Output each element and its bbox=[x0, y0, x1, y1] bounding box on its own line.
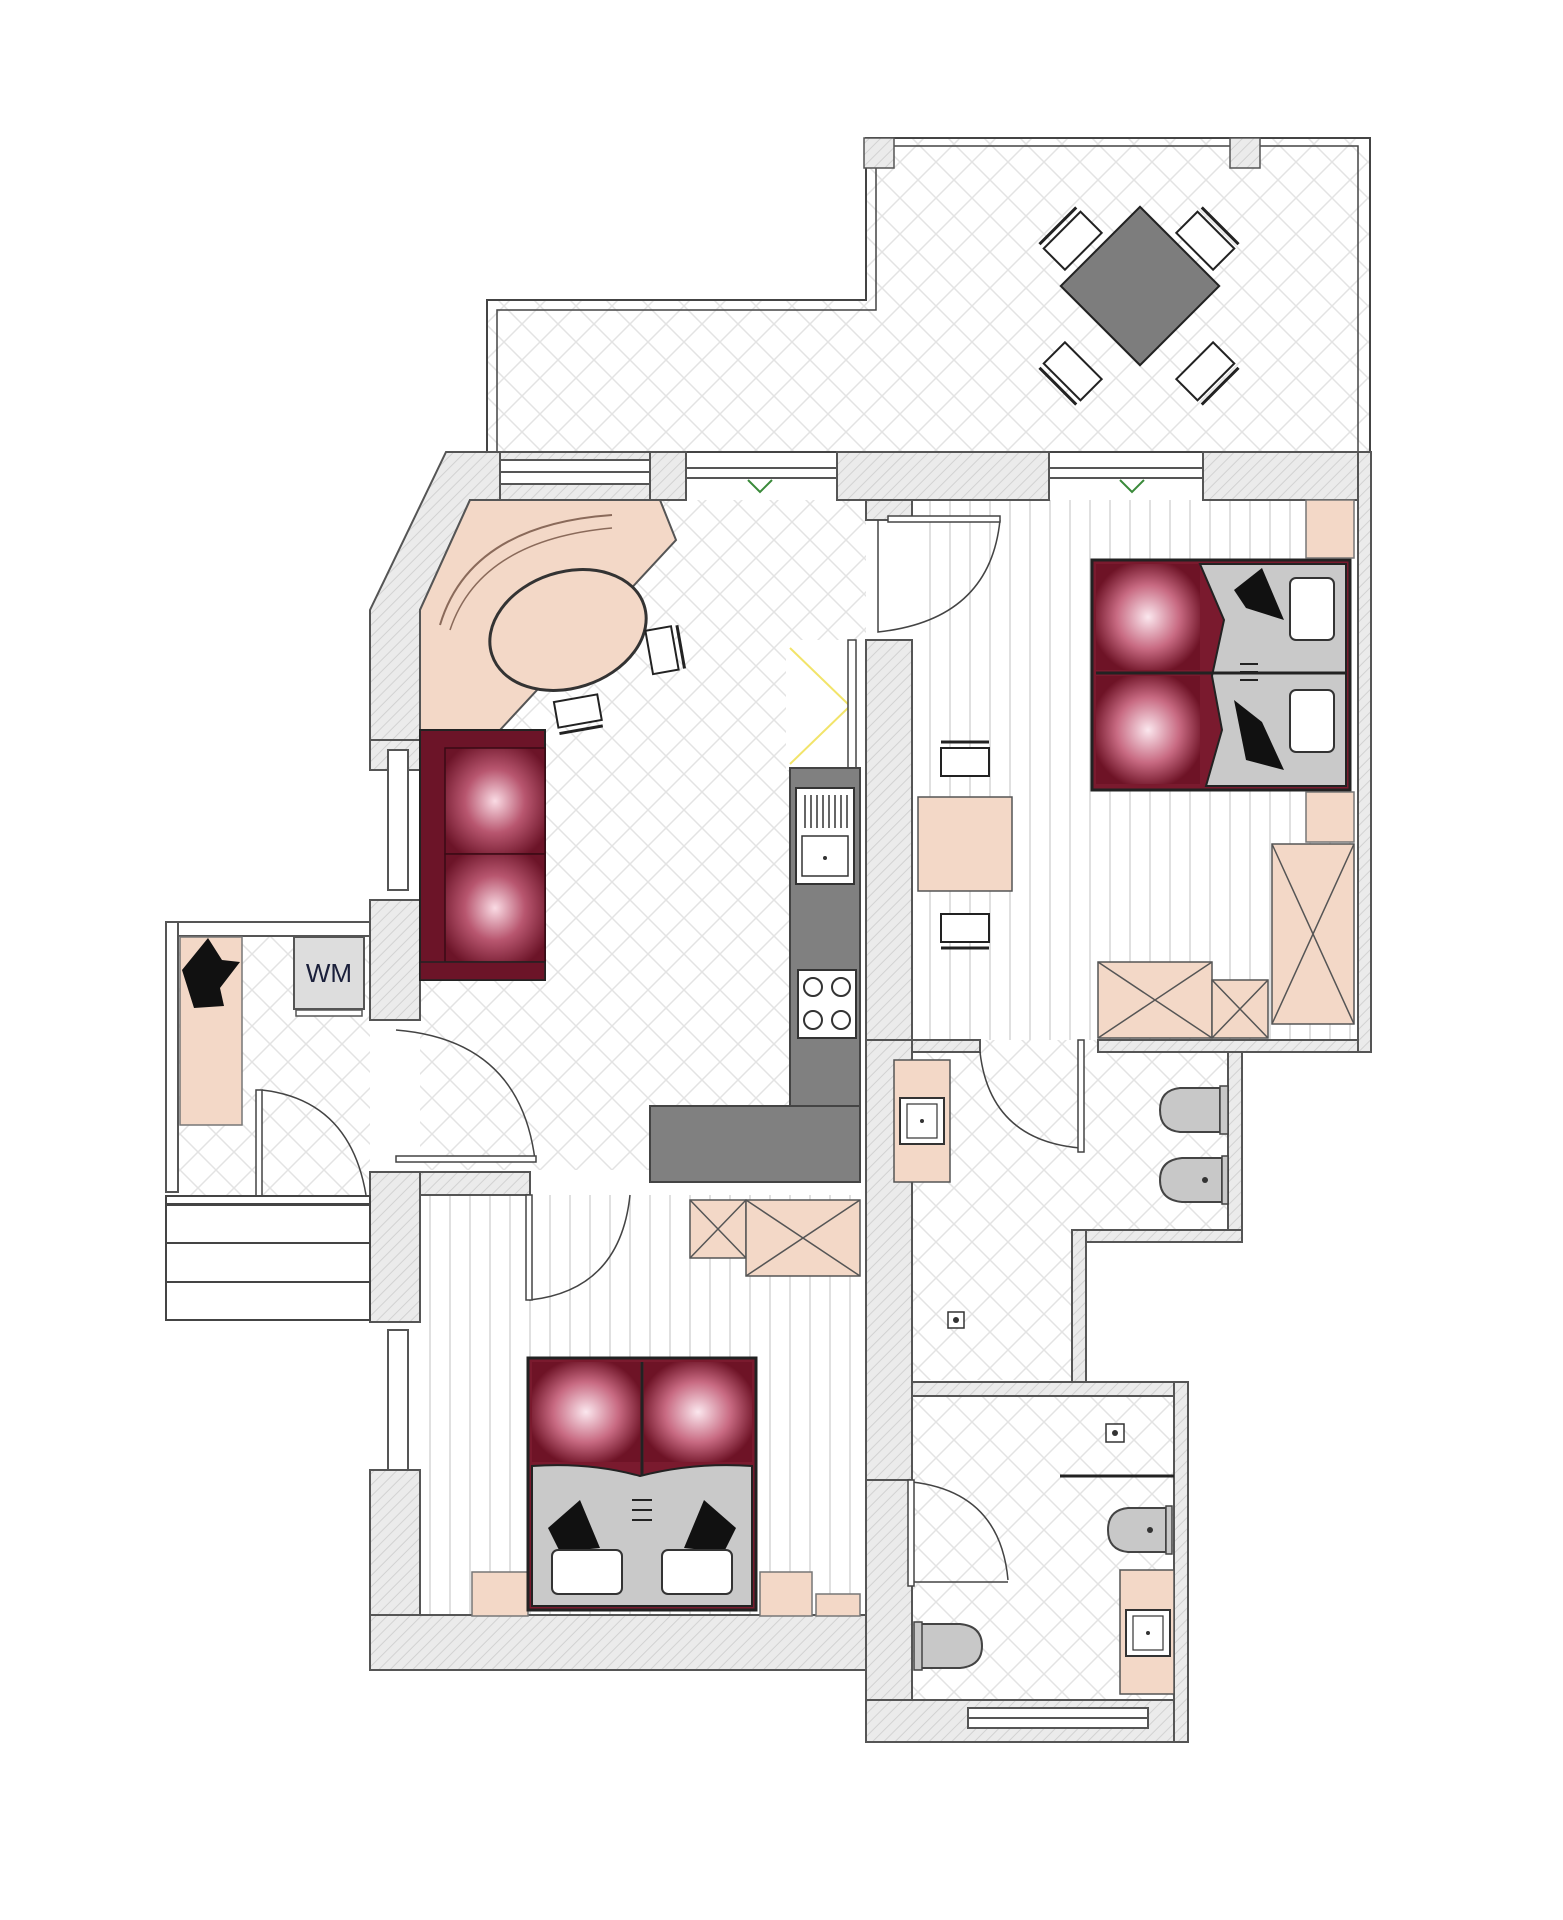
nightstand bbox=[471, 1571, 861, 1617]
washing-machine-icon: WM bbox=[293, 936, 365, 1017]
bed-icon bbox=[526, 1356, 758, 1612]
nightstand bbox=[1305, 499, 1355, 843]
entry-steps bbox=[165, 1195, 371, 1321]
bidet-icon bbox=[1158, 1155, 1229, 1205]
toilet-icon bbox=[1158, 1085, 1229, 1135]
chair-icon bbox=[1038, 206, 1240, 406]
sink-icon bbox=[899, 1097, 945, 1145]
toilet-icon bbox=[913, 1621, 984, 1671]
desk bbox=[917, 796, 1013, 892]
terrace bbox=[486, 137, 1371, 453]
sofa-icon bbox=[419, 729, 546, 981]
window-icon bbox=[387, 459, 1204, 1729]
floor-drain-icon bbox=[1105, 1423, 1125, 1443]
door-swing-icon bbox=[789, 639, 857, 769]
sink-icon bbox=[795, 787, 855, 885]
door-swing-icon bbox=[907, 1479, 1009, 1587]
terrace-table bbox=[1059, 205, 1221, 367]
sliding-door-marker bbox=[747, 479, 1145, 494]
door-swing-icon bbox=[877, 515, 1085, 1153]
hallway-floor bbox=[912, 1040, 1228, 1380]
sink-icon bbox=[1125, 1609, 1171, 1657]
wardrobe bbox=[1097, 843, 1355, 1039]
wardrobe bbox=[689, 1199, 861, 1277]
floor-drain-icon bbox=[947, 1311, 965, 1329]
dining-table bbox=[488, 568, 648, 692]
stove-icon bbox=[797, 969, 857, 1039]
entry-bench bbox=[179, 936, 243, 1126]
walls bbox=[165, 451, 1372, 1743]
bidet-icon bbox=[1106, 1505, 1173, 1555]
door-swing-icon bbox=[255, 1029, 631, 1301]
bed-icon bbox=[1090, 558, 1352, 792]
washing-machine-label: WM bbox=[306, 958, 352, 988]
chair-icon bbox=[552, 624, 687, 736]
chair-icon bbox=[940, 740, 990, 950]
